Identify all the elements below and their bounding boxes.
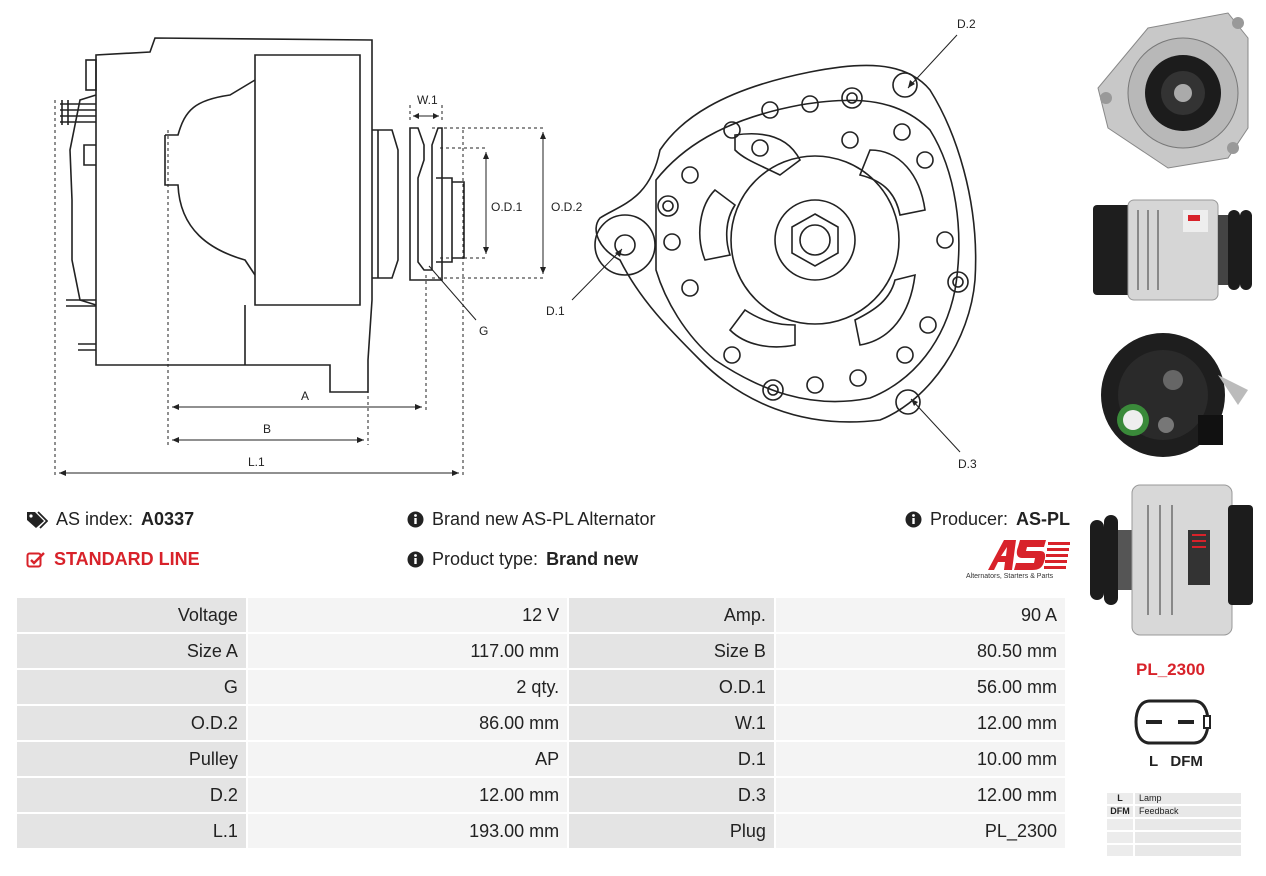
- plug-pins: L DFM: [1149, 753, 1203, 770]
- label-l1: L.1: [248, 455, 265, 469]
- standard-line-label: STANDARD LINE: [54, 549, 200, 569]
- producer-label: Producer:: [930, 509, 1009, 529]
- product-type-value: Brand new: [546, 549, 639, 569]
- legend-desc: [1135, 832, 1241, 843]
- side-view-drawing: W.1 O.D.1 O.D.2 G A B L.1: [54, 37, 583, 478]
- legend-key: L: [1107, 793, 1133, 804]
- product-photo-side: [1093, 199, 1252, 301]
- legend-row: [1107, 832, 1241, 843]
- legend-key: [1107, 845, 1133, 856]
- spec-value: 193.00 mm: [247, 814, 568, 848]
- as-pl-logo: Alternators, Starters & Parts: [966, 538, 1070, 584]
- product-photo-rear: [1101, 333, 1248, 457]
- standard-line: STANDARD LINE: [26, 549, 200, 570]
- spec-value: 117.00 mm: [247, 634, 568, 668]
- label-w1: W.1: [417, 93, 438, 107]
- spec-label: Size A: [17, 634, 246, 668]
- as-index: AS index: A0337: [26, 509, 194, 530]
- label-g: G: [479, 324, 488, 338]
- as-index-label: AS index:: [56, 509, 134, 529]
- product-type-label: Product type:: [432, 549, 539, 569]
- product-type-line: Product type: Brand new: [407, 549, 638, 570]
- label-d2: D.2: [957, 17, 976, 31]
- spec-label: L.1: [17, 814, 246, 848]
- plug-code: PL_2300: [1136, 660, 1205, 679]
- legend-key: [1107, 819, 1133, 830]
- plug-connector-icon: [1134, 699, 1211, 745]
- spec-value: PL_2300: [775, 814, 1065, 848]
- legend-desc: [1135, 845, 1241, 856]
- info-circle-icon: [407, 551, 424, 568]
- spec-label: Pulley: [17, 742, 246, 776]
- spec-value: 90 A: [775, 598, 1065, 632]
- front-view-drawing: D.2 D.3 D.1: [546, 17, 977, 471]
- logo-tagline: Alternators, Starters & Parts: [966, 573, 1054, 580]
- spec-value: 12.00 mm: [775, 778, 1065, 812]
- description-text: Brand new AS-PL Alternator: [432, 509, 656, 529]
- spec-label: O.D.1: [569, 670, 774, 704]
- label-a: A: [301, 389, 309, 403]
- spec-label: G: [17, 670, 246, 704]
- product-photo-front: [1097, 12, 1249, 169]
- info-circle-icon: [407, 511, 424, 528]
- spec-label: O.D.2: [17, 706, 246, 740]
- spec-value: 12.00 mm: [247, 778, 568, 812]
- spec-value: 80.50 mm: [775, 634, 1065, 668]
- description-line: Brand new AS-PL Alternator: [407, 509, 655, 530]
- legend-desc: Lamp: [1135, 793, 1241, 804]
- check-square-icon: [26, 551, 45, 567]
- producer-value: AS-PL: [1016, 509, 1071, 529]
- spec-label: D.2: [17, 778, 246, 812]
- spec-label: D.3: [569, 778, 774, 812]
- spec-label: W.1: [569, 706, 774, 740]
- legend-desc: Feedback: [1135, 806, 1241, 817]
- legend-key: DFM: [1107, 806, 1133, 817]
- spec-label: Size B: [569, 634, 774, 668]
- spec-value: 86.00 mm: [247, 706, 568, 740]
- producer-line: Producer: AS-PL: [905, 509, 1070, 530]
- spec-value: 10.00 mm: [775, 742, 1065, 776]
- spec-value: 12.00 mm: [775, 706, 1065, 740]
- legend-desc: [1135, 819, 1241, 830]
- legend-row: [1107, 819, 1241, 830]
- spec-value: AP: [247, 742, 568, 776]
- as-index-value: A0337: [141, 509, 195, 529]
- spec-label: Voltage: [17, 598, 246, 632]
- info-circle-icon: [905, 511, 922, 528]
- spec-label: Amp.: [569, 598, 774, 632]
- label-b: B: [263, 422, 271, 436]
- tags-icon: [27, 510, 48, 529]
- spec-value: 56.00 mm: [775, 670, 1065, 704]
- spec-label: D.1: [569, 742, 774, 776]
- product-photo-pulley-side: [1090, 484, 1253, 636]
- legend-row: [1107, 845, 1241, 856]
- label-od1: O.D.1: [491, 200, 523, 214]
- spec-label: Plug: [569, 814, 774, 848]
- legend-key: [1107, 832, 1133, 843]
- label-d3: D.3: [958, 457, 977, 471]
- spec-value: 12 V: [247, 598, 568, 632]
- label-d1: D.1: [546, 304, 565, 318]
- spec-value: 2 qty.: [247, 670, 568, 704]
- label-od2: O.D.2: [551, 200, 583, 214]
